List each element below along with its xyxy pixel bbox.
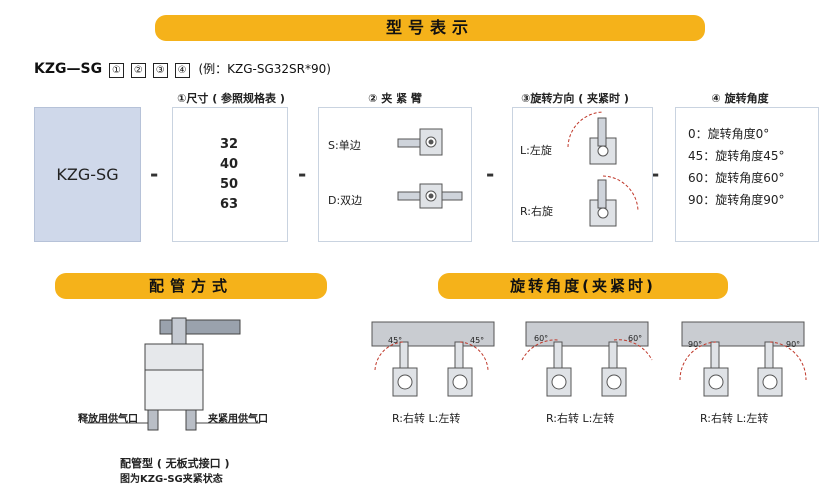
angle-mark: 45°: [470, 336, 485, 345]
box-4: ④: [174, 63, 190, 78]
model-code: KZG—SG: [34, 61, 103, 77]
rotation-45-drawing: [371, 321, 495, 397]
angle-option-60: 60：旋转角度60°: [688, 171, 785, 185]
dash-4: -: [651, 162, 660, 186]
rotation-label-45: R:右转 L:左转: [392, 412, 461, 425]
section3-title: ③旋转方向 ( 夹紧时 ): [521, 92, 629, 105]
box-3: ③: [152, 63, 168, 78]
rotation-label-90: R:右转 L:左转: [700, 412, 769, 425]
piping-caption-2: 图为KZG-SG夹紧状态: [120, 474, 223, 485]
rotation-90-drawing: [679, 321, 807, 397]
angle-mark: 45°: [388, 336, 403, 345]
section2-title: ② 夹 紧 臂: [368, 92, 422, 105]
dash-1: -: [150, 162, 159, 186]
size-panel: [172, 107, 288, 242]
piping-drawing: [85, 317, 260, 431]
size-item: 40: [219, 157, 239, 172]
section1-title: ①尺寸 ( 参照规格表 ): [177, 92, 285, 105]
model-example: (例：KZG-SG32SR*90): [198, 62, 331, 76]
rotation-label-60: R:右转 L:左转: [546, 412, 615, 425]
angle-mark: 60°: [534, 334, 549, 343]
model-block: KZG-SG: [34, 107, 141, 242]
angle-mark: 90°: [688, 340, 703, 349]
size-item: 50: [219, 177, 239, 192]
angle-option-45: 45：旋转角度45°: [688, 149, 785, 163]
angle-mark: 90°: [786, 340, 801, 349]
direction-left-drawing: [567, 111, 617, 165]
size-list: 32 40 50 63: [172, 110, 286, 240]
piping-title: 配管方式: [148, 277, 233, 295]
angle-option-90: 90：旋转角度90°: [688, 193, 785, 207]
model-code-line: KZG—SG ① ② ③ ④ (例：KZG-SG32SR*90): [34, 60, 331, 78]
page-title: 型号表示: [385, 18, 474, 37]
rotation-banner: 旋转角度(夹紧时): [438, 273, 728, 299]
clamp-port-label: 夹紧用供气口: [208, 414, 268, 425]
box-1: ①: [108, 63, 124, 78]
rotation-title: 旋转角度(夹紧时): [510, 277, 656, 295]
direction-panel: [512, 107, 653, 242]
header-banner: 型号表示: [155, 15, 705, 41]
dash-3: -: [486, 162, 495, 186]
angle-list: 0：旋转角度0° 45：旋转角度45° 60：旋转角度60° 90：旋转角度90…: [688, 123, 785, 211]
angle-panel: [675, 107, 819, 242]
model-block-label: KZG-SG: [56, 165, 119, 184]
dash-2: -: [298, 162, 307, 186]
arm-single-drawing: [397, 128, 443, 156]
rotation-60-drawing: [521, 321, 653, 397]
direction-right-label: R:右旋: [520, 205, 554, 218]
box-2: ②: [130, 63, 146, 78]
size-item: 63: [219, 197, 239, 212]
angle-mark: 60°: [628, 334, 643, 343]
direction-left-label: L:左旋: [520, 144, 552, 157]
size-item: 32: [219, 137, 239, 152]
section4-title: ④ 旋转角度: [711, 92, 769, 105]
release-port-label: 释放用供气口: [78, 414, 138, 425]
arm-double-drawing: [397, 183, 463, 209]
angle-option-0: 0：旋转角度0°: [688, 127, 770, 141]
direction-right-drawing: [589, 175, 639, 227]
piping-caption-1: 配管型 ( 无板式接口 ): [120, 457, 230, 470]
arm-double-label: D:双边: [328, 194, 363, 207]
piping-banner: 配管方式: [55, 273, 327, 299]
arm-panel: [318, 107, 472, 242]
arm-single-label: S:单边: [328, 139, 361, 152]
